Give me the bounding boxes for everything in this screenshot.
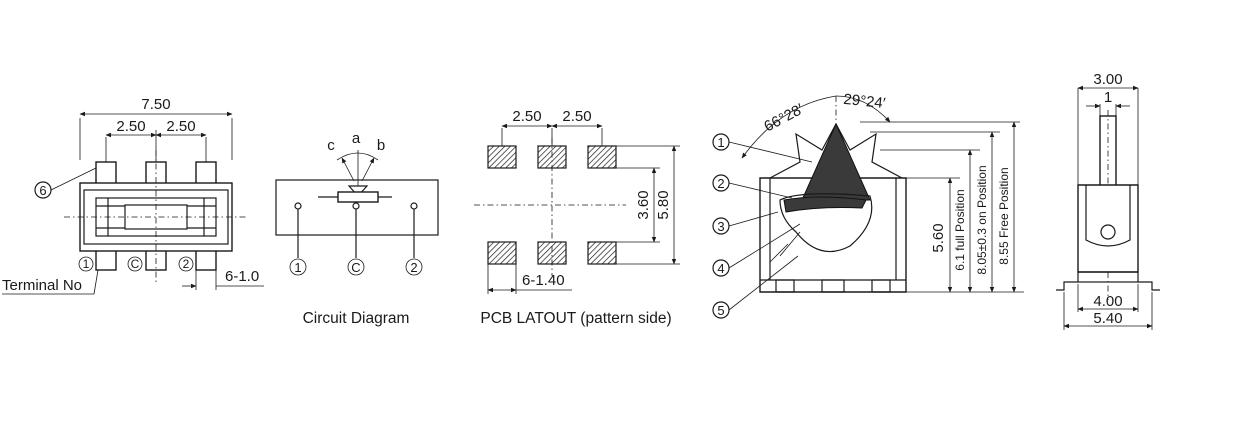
side-callout-3: 3 — [717, 219, 724, 234]
front-width-label: 7.50 — [141, 96, 170, 113]
end-bottom-inner-label: 4.00 — [1093, 293, 1122, 310]
side-callout-1: 1 — [717, 135, 724, 150]
side-callout-4: 4 — [717, 261, 724, 276]
end-top-inner-label: 1 — [1104, 89, 1112, 106]
pcb-pitch-right-label: 2.50 — [562, 108, 591, 125]
pcb-pad-bottom-2 — [587, 241, 617, 265]
circuit-label-c: c — [327, 137, 335, 154]
pin-bottom-2 — [195, 249, 217, 271]
front-terminal-2: 2 — [183, 257, 190, 271]
pcb-caption: PCB LATOUT (pattern side) — [480, 310, 671, 327]
pin-top-2 — [195, 161, 217, 185]
front-callout-6: 6 — [39, 183, 46, 198]
front-view: 7.50 2.50 2.50 6 1 C — [2, 96, 264, 295]
circuit-caption: Circuit Diagram — [303, 310, 410, 327]
pin-top-1 — [95, 161, 117, 185]
circuit-terminal-c: C — [351, 260, 360, 275]
pcb-pad-bottom-1 — [487, 241, 517, 265]
end-housing — [1077, 184, 1139, 273]
pcb-pad-top-1 — [487, 145, 517, 169]
pcb-layout: 2.50 2.50 3.60 5.80 6-1.40 PCB LATOUT (p… — [474, 108, 680, 327]
circuit-frame — [275, 179, 439, 236]
circuit-terminal-1: 1 — [294, 260, 301, 275]
front-terminal-1: 1 — [83, 257, 90, 271]
pcb-inner-height-label: 3.60 — [635, 190, 652, 219]
circuit-diagram: a b c 1 C 2 Circuit Diagram — [275, 130, 439, 327]
side-height-label: 5.60 — [930, 223, 947, 252]
on-position-label: 8.05±0.3 on Position — [975, 165, 989, 274]
resistor — [337, 191, 379, 203]
pin-width-label: 6-1.0 — [225, 268, 259, 285]
end-top-width-label: 3.00 — [1093, 71, 1122, 88]
free-position-label: 8.55 Free Position — [997, 167, 1011, 264]
full-position-label: 6.1 full Position — [953, 189, 967, 270]
circuit-label-a: a — [352, 130, 361, 147]
side-callout-5: 5 — [717, 303, 724, 318]
actuator — [801, 122, 871, 201]
pcb-pad-width-label: 6-1.40 — [522, 272, 565, 289]
end-bottom-outer-label: 5.40 — [1093, 310, 1122, 327]
pin-bottom-1 — [95, 249, 117, 271]
front-terminal-c: C — [131, 257, 140, 271]
circuit-terminal-2: 2 — [410, 260, 417, 275]
pcb-pitch-left-label: 2.50 — [512, 108, 541, 125]
side-view: 66°28′ 29°24′ 1 2 3 4 5 — [712, 91, 1024, 319]
end-view: 3.00 1 4.00 5.40 — [1056, 71, 1160, 330]
circuit-label-b: b — [377, 137, 385, 154]
angle-right-label: 29°24′ — [843, 91, 887, 112]
front-pitch-right-label: 2.50 — [166, 118, 195, 135]
front-pitch-left-label: 2.50 — [116, 118, 145, 135]
side-callout-2: 2 — [717, 176, 724, 191]
pcb-pad-top-2 — [587, 145, 617, 169]
pcb-outer-height-label: 5.80 — [655, 190, 672, 219]
terminal-no-label: Terminal No — [2, 277, 82, 294]
angle-left-label: 66°28′ — [761, 101, 806, 136]
